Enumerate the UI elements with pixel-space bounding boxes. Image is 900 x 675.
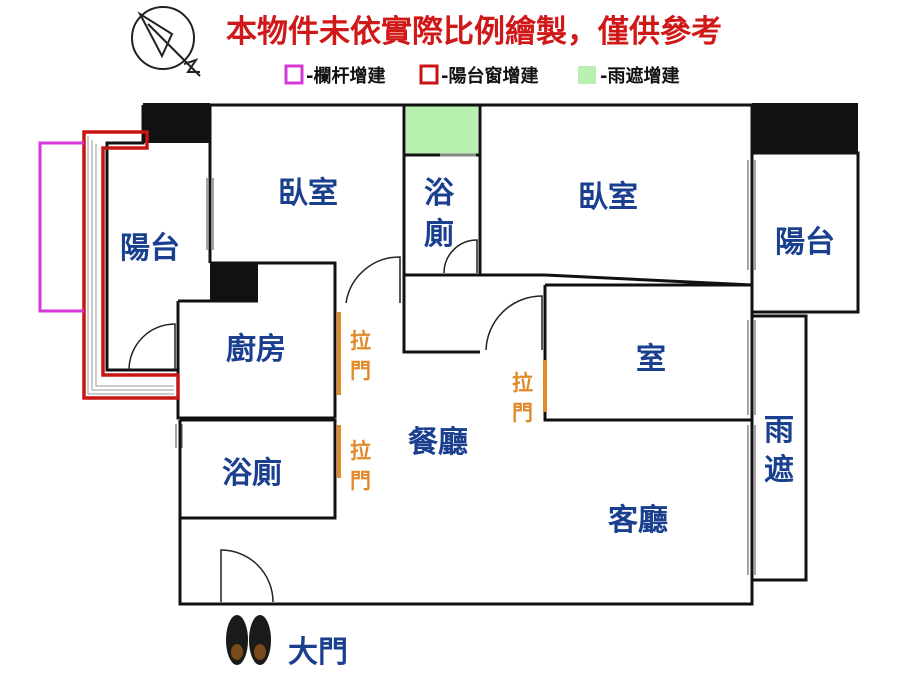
railing-addition: [38, 141, 84, 313]
balcony-window-addition: [82, 130, 180, 400]
pillar-kitchen: [210, 263, 258, 301]
legend-swatch-window: [419, 64, 439, 85]
sliding-door-label-1b: 門: [350, 359, 371, 383]
room-bath-top-line1: 浴: [424, 176, 455, 211]
sliding-door-label-3a: 拉: [512, 371, 533, 395]
sliding-door-label-2a: 拉: [350, 439, 371, 463]
pillar-top-right: [752, 103, 858, 153]
shoes-icon: [226, 615, 271, 665]
compass-icon: [131, 6, 201, 77]
sliding-door-label-1a: 拉: [350, 329, 371, 353]
legend-swatch-railing: [284, 64, 304, 85]
sliding-door-label-2b: 門: [350, 469, 371, 493]
legend-label-railing: -欄杆增建: [306, 65, 385, 87]
room-bath-top-line2: 廁: [424, 217, 454, 252]
balcony-window-glazing: [87, 136, 174, 395]
legend: -欄杆增建 -陽台窗增建 -雨遮增建: [284, 64, 679, 87]
room-living: 客廳: [608, 503, 668, 538]
sliding-door-label-3b: 門: [512, 401, 533, 425]
walls: [105, 103, 860, 606]
room-balcony-right: 陽台: [775, 225, 835, 260]
room-kitchen: 廚房: [226, 332, 286, 367]
room-canopy-line2: 遮: [764, 453, 794, 488]
sliding-door-marks: [337, 312, 547, 478]
room-bedroom-left: 臥室: [278, 176, 338, 211]
legend-label-canopy: -雨遮增建: [600, 65, 679, 87]
plan-title: 本物件未依實際比例繪製，僅供參考: [226, 14, 722, 50]
room-balcony-left: 陽台: [120, 231, 180, 266]
room-bedroom-right: 臥室: [578, 180, 638, 215]
window-lines: [175, 153, 756, 575]
pillar-top-left: [143, 103, 210, 143]
room-dining: 餐廳: [408, 425, 468, 460]
swing-doors: [128, 239, 543, 603]
legend-swatch-canopy: [578, 66, 596, 84]
room-bath-bottom: 浴廁: [222, 456, 282, 491]
legend-label-window: -陽台窗增建: [441, 65, 538, 87]
room-mid: 室: [636, 342, 666, 377]
canopy-addition-fill: [406, 105, 478, 155]
room-canopy-line1: 雨: [764, 413, 794, 448]
entrance-label: 大門: [288, 635, 348, 670]
